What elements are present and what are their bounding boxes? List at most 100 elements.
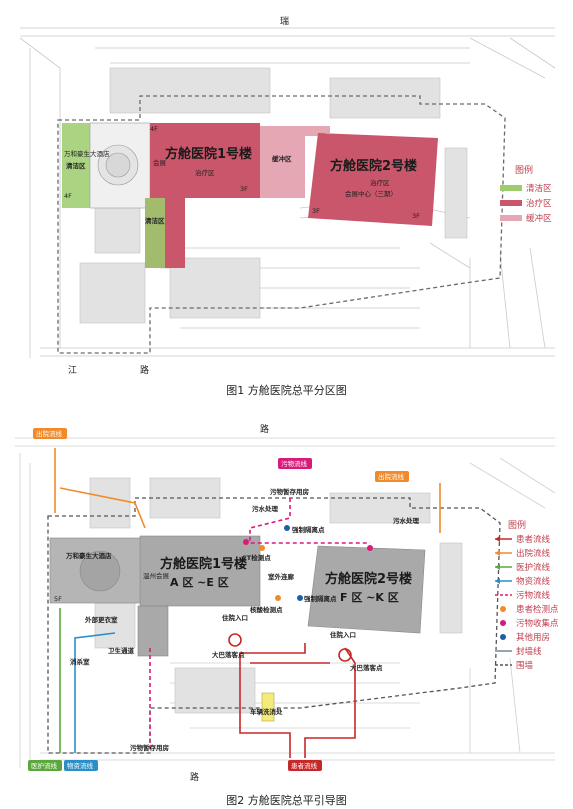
map-labels: 污物暂存用房 污水处理 污水处理 强制隔离点 CT检测点 室外连廊 强制隔离点 … <box>70 487 420 752</box>
discharge-tag-b: 出院流线 <box>378 472 405 481</box>
legend-2-seal: 封墙线 <box>516 646 542 657</box>
figure-2-legend: 图例 患者流线 出院流线 医护流线 物资流线 污物流线 患者检测点 污物收集点 … <box>495 519 559 671</box>
site-wall <box>47 497 501 754</box>
medical-tag: 医护流线 <box>31 761 58 770</box>
entry-a-label: 住院入口 <box>222 613 248 622</box>
discharge-tag-a: 出院流线 <box>36 429 63 438</box>
building-2-zone: 治疗区 <box>370 178 390 187</box>
road-bottom-b-label: 路 <box>140 364 149 376</box>
patient-flow-b <box>304 647 356 758</box>
building-2-zones: F 区 ~K 区 <box>340 591 399 604</box>
building-1-zones: A 区 ~E 区 <box>170 576 229 589</box>
legend-2-patient: 患者流线 <box>516 534 551 545</box>
legend-1-swatch-clean <box>500 185 522 191</box>
legend-2-arrow-medical <box>495 564 500 570</box>
building-1-zone: 治疗区 <box>195 168 215 177</box>
nucleic-label: 核酸检测点 <box>250 605 283 614</box>
building-2-title: 方舱医院2号楼 <box>330 158 417 174</box>
hotel-label-2: 万和豪生大酒店 <box>65 551 112 560</box>
legend-2-arrow-supply <box>495 578 500 584</box>
map-points <box>243 525 373 601</box>
legend-2-swatch-collection <box>500 620 506 626</box>
building-2-title-2: 方舱医院2号楼 <box>325 571 412 587</box>
legend-2-arrow-patient <box>495 536 500 542</box>
waste-tag-box <box>278 458 312 469</box>
road-bottom-a-label: 江 <box>68 365 77 376</box>
buffer-zone <box>260 126 330 198</box>
clean-zone-a <box>62 123 92 208</box>
legend-2-collection: 污物收集点 <box>516 618 559 629</box>
waste-collection-point-2 <box>367 545 373 551</box>
guidance-plan-drawing: 万和豪生大酒店 5F 方舱医院1号楼 A 区 ~E 区 温州会展 方舱医院2号楼… <box>15 423 559 783</box>
road-bottom-label-2: 路 <box>190 771 199 783</box>
patient-tag-box <box>288 760 322 771</box>
figure-2-guidance-plan: 万和豪生大酒店 5F 方舱医院1号楼 A 区 ~E 区 温州会展 方舱医院2号楼… <box>0 408 573 788</box>
disinfect-room-label: 消杀室 <box>70 657 90 666</box>
building-1-title: 方舱医院1号楼 <box>165 146 252 162</box>
building-1-block <box>139 535 261 607</box>
floor-mark-5: 4F <box>150 125 158 133</box>
figure-1-legend: 图例 清洁区 治疗区 缓冲区 <box>500 164 552 224</box>
buffer-zone-label: 缓冲区 <box>271 154 292 163</box>
supply-tag: 物资流线 <box>67 761 94 770</box>
legend-2-check: 患者检测点 <box>516 604 559 615</box>
waste-room-label: 污物暂存用房 <box>270 487 310 496</box>
building-2-treatment-zone <box>308 133 438 226</box>
building-1-wing-2 <box>137 605 169 657</box>
legend-2-wall: 围墙 <box>516 660 534 671</box>
legend-2-medical: 医护流线 <box>516 562 551 573</box>
legend-2-swatch-check <box>500 606 506 612</box>
legend-1-buffer: 缓冲区 <box>526 213 552 224</box>
legend-1-swatch-treatment <box>500 200 522 206</box>
bus-drop-b-label: 大巴落客点 <box>350 663 383 672</box>
legend-1-treatment: 治疗区 <box>526 198 552 209</box>
road-top-label: 瑞 <box>280 15 289 27</box>
legend-1-title: 图例 <box>515 164 533 176</box>
hygiene-corridor-label: 卫生通道 <box>108 646 135 655</box>
medical-tag-box <box>28 760 62 771</box>
floor-mark-4: 3F <box>412 212 420 220</box>
building-1-sub-2: 温州会展 <box>143 571 170 580</box>
ct-label: CT检测点 <box>242 553 271 562</box>
waste-tag: 污物流线 <box>281 459 308 468</box>
changing-room-label: 外部更衣室 <box>85 615 118 624</box>
building-2-block <box>307 545 426 634</box>
legend-2-waste: 污物流线 <box>516 590 551 601</box>
legend-1-swatch-buffer <box>500 215 522 221</box>
outdoor-corridor-label: 室外连廊 <box>268 572 295 581</box>
isolation-b-label: 强制隔离点 <box>304 594 337 603</box>
isolation-point-b <box>297 595 303 601</box>
supply-tag-box <box>64 760 98 771</box>
vehicle-wash-area <box>261 692 275 722</box>
legend-2-supply: 物资流线 <box>516 576 551 587</box>
waste-collection-point-1 <box>243 539 249 545</box>
discharge-tag-b-box <box>375 471 409 482</box>
bus-drop-circles <box>228 633 352 662</box>
supply-flow <box>74 632 116 753</box>
building-2-sub: 会展中心（三期） <box>345 189 397 198</box>
figure-1-zoning-plan: 万和豪生大酒店 清洁区 4F 清洁区 方舱医院1号楼 治疗区 会展 3F 缓冲区… <box>0 8 573 378</box>
legend-1-clean: 清洁区 <box>526 183 552 194</box>
ct-check-point <box>259 545 265 551</box>
site-boundary <box>57 95 506 354</box>
vehicle-wash-label: 车辆洗消处 <box>250 707 283 716</box>
hotel-building <box>89 122 151 209</box>
parking-rows <box>79 67 468 324</box>
building-1-title-2: 方舱医院1号楼 <box>160 556 247 572</box>
floor-label: 5F <box>54 595 62 603</box>
flow-tags: 出院流线 污物流线 出院流线 患者流线 医护流线 物资流线 <box>28 428 409 771</box>
figure-1-caption: 图1 方舱医院总平分区图 <box>226 384 347 397</box>
isolation-point-a <box>284 525 290 531</box>
clean-zone-b-label: 清洁区 <box>145 216 165 225</box>
legend-2-arrow-discharge <box>495 550 500 556</box>
discharge-tag-a-box <box>33 428 67 439</box>
legend-2-swatch-other <box>500 634 506 640</box>
discharge-flow-a-2 <box>59 487 146 529</box>
sewage-b-label: 污水处理 <box>393 516 420 525</box>
legend-2-other: 其他用房 <box>516 632 550 643</box>
patient-tag: 患者流线 <box>291 761 318 770</box>
figure-2-caption: 图2 方舱医院总平引导图 <box>226 794 347 807</box>
zoning-plan-drawing: 万和豪生大酒店 清洁区 4F 清洁区 方舱医院1号楼 治疗区 会展 3F 缓冲区… <box>19 15 556 376</box>
flow-lines <box>54 448 441 758</box>
patient-flow-a <box>239 643 306 758</box>
